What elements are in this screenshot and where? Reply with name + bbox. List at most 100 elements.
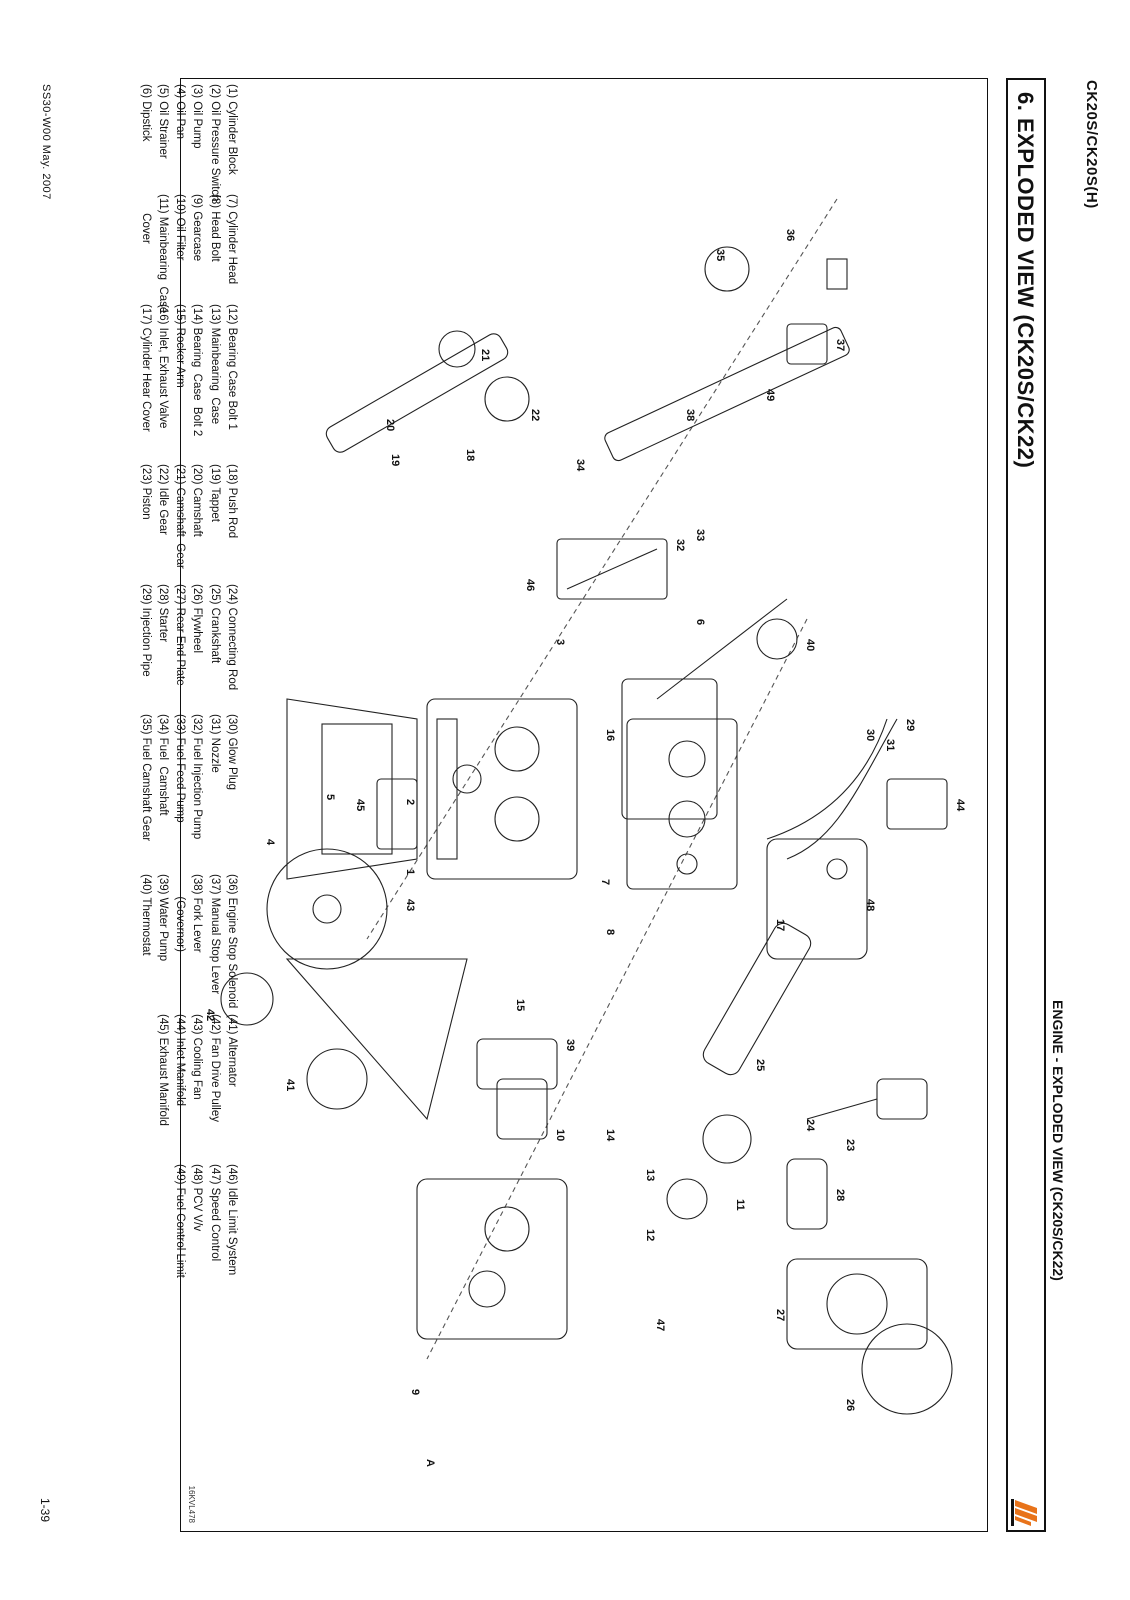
crankshaft-part bbox=[702, 922, 812, 1076]
callout-39: 39 bbox=[564, 1039, 576, 1051]
legend-column: (24) Connecting Rod(25) Crankshaft(26) F… bbox=[136, 584, 240, 690]
callout-2: 2 bbox=[404, 799, 416, 805]
legend-column: (12) Bearing Case Bolt 1(13) Mainbearing… bbox=[136, 304, 240, 436]
page-number: 1-39 bbox=[38, 1498, 52, 1523]
legend-item: (14) Bearing Case Bolt 2 bbox=[191, 304, 204, 437]
callout-41: 41 bbox=[284, 1079, 296, 1091]
legend-item: (3) Oil Pump bbox=[191, 84, 204, 149]
oil-filter-part bbox=[496, 1078, 548, 1140]
callout-27: 27 bbox=[774, 1309, 786, 1321]
legend-item bbox=[136, 1164, 153, 1278]
model-header: CK20S/CK20S(H) bbox=[1083, 80, 1100, 209]
legend-item: (39) Water Pump bbox=[156, 874, 169, 962]
legend-item: (37) Manual Stop Lever bbox=[208, 874, 221, 995]
legend-item: (9) Gearcase bbox=[191, 194, 204, 262]
legend-item: (24) Connecting Rod bbox=[226, 584, 238, 691]
callout-42: 42 bbox=[204, 1009, 216, 1021]
callout-16: 16 bbox=[604, 729, 616, 741]
callout-18: 18 bbox=[464, 449, 476, 461]
legend-item: (20) Camshaft bbox=[191, 464, 204, 537]
legend-item: (10) Oil Filter bbox=[174, 194, 187, 261]
callout-1: 1 bbox=[404, 869, 416, 875]
legend-item: (11) Mainbearing Case bbox=[156, 194, 169, 314]
legend-column: (18) Push Rod(19) Tappet(20) Camshaft(21… bbox=[136, 464, 240, 569]
legend-column: (36) Engine Stop Solenoid (37) Manual Sto… bbox=[136, 874, 240, 1008]
callout-44: 44 bbox=[954, 799, 966, 812]
flywheel-part bbox=[861, 1323, 953, 1415]
legend-item: (45) Exhaust Manifold bbox=[156, 1014, 169, 1126]
page-title: 6. EXPLODED VIEW (CK20S/CK22) bbox=[1013, 92, 1038, 469]
legend-item: (42) Fan Drive Pulley bbox=[208, 1014, 221, 1123]
callout-24: 24 bbox=[804, 1119, 816, 1132]
callout-22: 22 bbox=[529, 409, 541, 421]
legend-item: (32) Fuel Injection Pump bbox=[191, 714, 204, 840]
callout-33: 33 bbox=[694, 529, 706, 541]
doc-code: SS30-W00 May. 2007 bbox=[40, 84, 52, 200]
callout-12: 12 bbox=[644, 1229, 656, 1241]
title-bar: 6. EXPLODED VIEW (CK20S/CK22) bbox=[1006, 78, 1046, 1532]
callout-11: 11 bbox=[734, 1199, 746, 1211]
callout-46: 46 bbox=[524, 579, 536, 591]
legend-item: (36) Engine Stop Solenoid bbox=[226, 874, 238, 1009]
callout-32: 32 bbox=[674, 539, 686, 551]
callout-8: 8 bbox=[604, 929, 616, 935]
exhaust-manifold-part bbox=[376, 778, 418, 850]
legend-item: (6) Dipstick bbox=[139, 84, 152, 142]
callout-26: 26 bbox=[844, 1399, 856, 1411]
callout-37: 37 bbox=[834, 339, 846, 351]
legend-column: (30) Glow Plug (31) Nozzle (32) Fuel Injec… bbox=[136, 714, 240, 841]
kioti-logo bbox=[1009, 1498, 1041, 1528]
callout-14: 14 bbox=[604, 1129, 616, 1142]
legend-item: (48) PCV V/v bbox=[191, 1164, 204, 1232]
dipstick-part bbox=[656, 598, 788, 700]
legend-column: (7) Cylinder Head(8) Head Bolt(9) Gearca… bbox=[136, 194, 240, 313]
callout-31: 31 bbox=[884, 739, 896, 751]
callout-29: 29 bbox=[904, 719, 916, 731]
legend-item: (26) Flywheel bbox=[191, 584, 204, 654]
bearing-case-cover-part bbox=[666, 1178, 708, 1220]
legend-item: (30) Glow Plug bbox=[226, 714, 238, 791]
bearing-case-part bbox=[702, 1114, 752, 1164]
inlet-manifold-part bbox=[886, 778, 948, 830]
fan-drive-pulley-part bbox=[220, 972, 274, 1026]
callout-A: A bbox=[424, 1459, 436, 1467]
head-cover-part bbox=[766, 838, 868, 960]
callout-21: 21 bbox=[479, 349, 491, 361]
idle-gear-part bbox=[484, 376, 530, 422]
legend-item: (44) Inlet Manifold bbox=[174, 1014, 187, 1107]
legend-item: (35) Fuel Camshaft Gear bbox=[139, 714, 152, 842]
legend-item: (34) Fuel Camshaft bbox=[156, 714, 169, 816]
callout-9: 9 bbox=[409, 1389, 421, 1395]
stop-solenoid-part bbox=[826, 258, 848, 290]
cylinder-block-part bbox=[426, 698, 578, 880]
legend-item: (31) Nozzle bbox=[208, 714, 221, 773]
legend-item: (47) Speed Control bbox=[208, 1164, 221, 1262]
callout-36: 36 bbox=[784, 229, 796, 241]
gearcase-part bbox=[416, 1178, 568, 1340]
legend-item: (Governor) bbox=[174, 874, 187, 952]
legend-item: (43) Cooling Fan bbox=[191, 1014, 204, 1100]
fan-belt-part bbox=[285, 958, 468, 1121]
callout-10: 10 bbox=[554, 1129, 566, 1141]
callout-7: 7 bbox=[599, 879, 611, 885]
legend-item: (49) Fuel Control Limit bbox=[174, 1164, 187, 1278]
callout-5: 5 bbox=[324, 794, 336, 800]
cooling-fan-part bbox=[266, 848, 388, 970]
callout-3: 3 bbox=[554, 639, 566, 645]
legend-item: (22) Idle Gear bbox=[156, 464, 169, 535]
thermostat-part bbox=[756, 618, 798, 660]
callout-47: 47 bbox=[654, 1319, 666, 1331]
callout-40: 40 bbox=[804, 639, 816, 651]
oil-pan-part bbox=[286, 698, 418, 880]
injection-pump-part bbox=[556, 538, 668, 600]
fuel-camshaft-gear-part bbox=[704, 246, 750, 292]
legend-column: (46) Idle Limit System (47) Speed Control… bbox=[136, 1164, 240, 1278]
legend-item: (33) Fuel Feed Pump bbox=[174, 714, 187, 823]
rear-end-plate-part bbox=[786, 1258, 928, 1350]
piston-part bbox=[806, 1078, 928, 1120]
callout-34: 34 bbox=[574, 459, 586, 472]
legend-item: (5) Oil Strainer bbox=[156, 84, 169, 159]
legend-item: (46) Idle Limit System bbox=[226, 1164, 238, 1276]
callout-28: 28 bbox=[834, 1189, 846, 1201]
